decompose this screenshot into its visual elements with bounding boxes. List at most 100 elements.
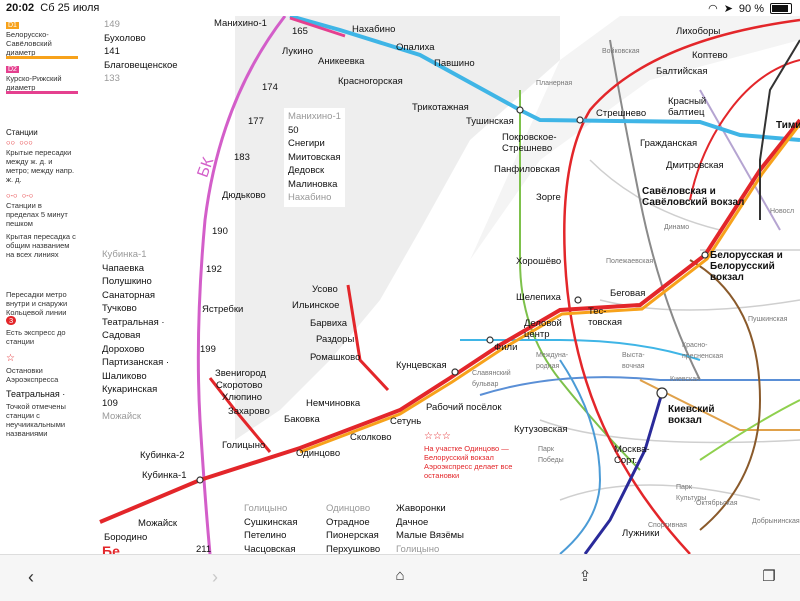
route-top-item: 149	[104, 19, 120, 30]
metro-station[interactable]: Новосл	[770, 208, 795, 215]
route-item: Санаторная	[102, 289, 156, 301]
station[interactable]: Раздоры	[316, 334, 355, 345]
route-item: Театральная ·	[102, 316, 165, 328]
station[interactable]: Кунцевская	[396, 360, 447, 371]
route-item: Отрадное	[326, 516, 370, 528]
metro-station[interactable]: Пушкинская	[748, 316, 788, 323]
station[interactable]: Баковка	[284, 414, 320, 425]
station[interactable]: Кубинка-2	[140, 450, 185, 461]
rail-map[interactable]: D1 Белорусско-Савёловский диаметр D2 Кур…	[0, 16, 800, 554]
tabs-icon[interactable]: ❐	[762, 568, 776, 585]
route-top-item: Благовещенское	[104, 59, 178, 71]
station[interactable]: Тушинская	[466, 116, 514, 127]
metro-station[interactable]: Полежаевская	[606, 258, 654, 265]
route-item: Миитовская	[288, 151, 341, 163]
station[interactable]: Голицыно	[222, 440, 266, 451]
share-icon[interactable]: ⇪	[578, 568, 592, 585]
station[interactable]: Москва-Сорт.	[614, 444, 650, 466]
route-item: Жаворонки	[396, 503, 446, 514]
metro-station[interactable]: Парк Культуры	[676, 484, 707, 502]
legend-unofficial-title: Театральная ·	[6, 389, 66, 399]
metro-station[interactable]: Войковская	[602, 48, 640, 55]
station[interactable]: Лужники	[622, 528, 660, 539]
status-bar: 20:02 Сб 25 июля ◠ ➤ 90 %	[0, 0, 800, 16]
station[interactable]: Фили	[494, 342, 518, 353]
home-icon[interactable]: ⌂	[395, 567, 405, 584]
metro-station[interactable]: Парк Победы	[538, 446, 564, 464]
station[interactable]: Немчиновка	[306, 398, 361, 409]
legend-stations: Станции	[6, 128, 38, 137]
station[interactable]: Хорошёво	[516, 256, 562, 267]
station[interactable]: Савёловская и Савёловский вокзал	[642, 186, 745, 208]
station[interactable]: Хлюпино	[222, 392, 262, 403]
station[interactable]: Деловой центр	[524, 318, 562, 340]
station[interactable]: Киевский вокзал	[668, 404, 715, 426]
station[interactable]: Манихино-1	[214, 18, 267, 29]
route-item: Кукаринская	[102, 384, 158, 395]
legend-d1-text: Белорусско-Савёловский диаметр	[6, 30, 52, 57]
station[interactable]: Ильинское	[292, 300, 340, 311]
metro-station[interactable]: Добрынинская	[752, 518, 800, 525]
station[interactable]: Аникеевка	[318, 56, 365, 67]
station[interactable]: Павшино	[434, 58, 475, 69]
station[interactable]: Звенигород	[215, 368, 266, 379]
station[interactable]: Опалиха	[396, 42, 435, 53]
station[interactable]: Шелепиха	[516, 292, 561, 303]
station[interactable]: Панфиловская	[494, 164, 560, 175]
station[interactable]: Коптево	[692, 50, 728, 61]
metro-station[interactable]: Октябрьская	[696, 500, 738, 507]
station[interactable]: Балтийская	[656, 66, 708, 77]
station[interactable]: Бе	[102, 543, 120, 554]
station[interactable]: Дмитровская	[666, 160, 724, 171]
route-item: Часцовская	[244, 543, 296, 555]
station[interactable]: Кубинка-1	[142, 470, 187, 481]
legend-express: Есть экспресс до станции	[6, 328, 66, 346]
route-list-zhavoronki: Жаворонки Дачное Малые Вязёмы Голицыно	[392, 500, 468, 554]
station[interactable]: Нахабино	[352, 24, 396, 35]
metro-station[interactable]: Выста-вочная	[622, 352, 645, 370]
station[interactable]: Ромашково	[310, 352, 361, 363]
station[interactable]: Трикотажная	[412, 102, 469, 113]
station[interactable]: Бородино	[104, 532, 148, 543]
station[interactable]: Тес-товская	[588, 306, 623, 328]
route-item: Партизанская ·	[102, 357, 170, 368]
station[interactable]: Барвиха	[310, 318, 348, 329]
station[interactable]: Ястребки	[202, 304, 244, 315]
station[interactable]: Одинцово	[296, 448, 341, 459]
station[interactable]: Захарово	[228, 406, 270, 417]
station[interactable]: Белорусская и Белорусский вокзал	[710, 250, 783, 283]
metro-station[interactable]: Спортивная	[648, 522, 687, 529]
route-list-top: 149 Бухолово 141 Благовещенское 133	[100, 16, 182, 88]
route-item: 109	[102, 397, 118, 409]
station[interactable]: Гражданская	[640, 138, 698, 149]
metro-station[interactable]: Планерная	[536, 80, 573, 87]
station[interactable]: Усово	[312, 284, 338, 295]
metro-station[interactable]: Динамо	[664, 224, 690, 231]
station[interactable]: Можайск	[138, 518, 178, 529]
station[interactable]: Лукино	[282, 46, 314, 57]
station[interactable]: Тими	[776, 120, 800, 131]
station[interactable]: Сетунь	[390, 416, 422, 427]
station[interactable]: Стрешнево	[596, 108, 647, 119]
km-mark: 183	[234, 152, 250, 163]
station[interactable]: Скоротово	[216, 380, 263, 391]
aero-star-icon: ☆	[6, 353, 15, 364]
metro-station[interactable]: Междуна-родная	[536, 352, 569, 370]
station[interactable]: Рабочий посёлок	[426, 402, 502, 413]
station[interactable]: Зорге	[536, 192, 561, 203]
station[interactable]: Сколково	[350, 432, 392, 443]
back-icon[interactable]: ‹	[28, 567, 34, 587]
station[interactable]: Покровское-Стрешнево	[502, 132, 557, 154]
metro-station[interactable]: Славянский бульвар	[472, 370, 511, 388]
route-item: Дедовск	[288, 165, 325, 176]
station[interactable]: Кутузовская	[514, 424, 568, 435]
station[interactable]: Лихоборы	[676, 26, 721, 37]
station[interactable]: Беговая	[610, 288, 646, 299]
forward-icon[interactable]: ›	[212, 567, 218, 587]
wifi-icon: ◠	[708, 3, 718, 15]
station[interactable]: Красногорская	[338, 76, 403, 87]
metro-station[interactable]: Киевская	[670, 376, 700, 383]
metro-station[interactable]: Красно-пресненская	[682, 342, 724, 360]
station[interactable]: Красный балтиец	[668, 96, 707, 118]
station[interactable]: Дюдьково	[222, 190, 266, 201]
